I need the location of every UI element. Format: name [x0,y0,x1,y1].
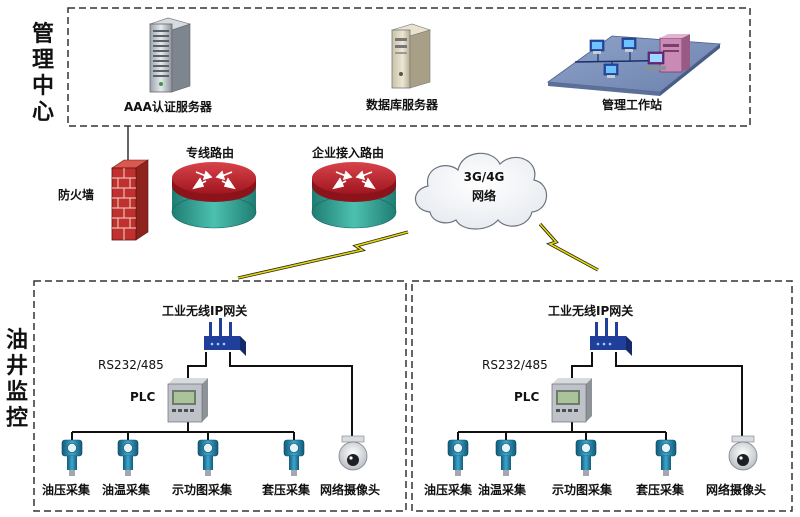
site-2-connections [457,352,743,440]
site-1-device-label: 套压采集 [262,483,311,497]
aaa-server-label: AAA认证服务器 [124,100,212,114]
site-1-oil-pressure-sensor-icon [61,439,83,476]
wireless-link-right-icon [538,222,599,272]
site-1-casing-pressure-sensor-icon [283,439,305,476]
site-2-serial-label: RS232/485 [482,358,548,372]
site-2-oil-pressure-sensor-icon [447,439,469,476]
firewall-icon [111,159,149,241]
management-region-box [67,7,751,127]
site-1-device-label: 油温采集 [102,483,151,497]
site-1-serial-label: RS232/485 [98,358,164,372]
firewall-label: 防火墙 [58,188,95,202]
oilwell-site-2-box [411,280,793,512]
enterprise-router-label: 企业接入路由 [312,146,385,160]
cloud-network-icon [414,152,548,230]
site-2-plc-label: PLC [514,390,540,404]
site-1-oil-temp-sensor-icon [117,439,139,476]
site-1-gateway-label: 工业无线IP网关 [162,304,248,318]
workstation-label: 管理工作站 [602,98,663,112]
db-server-label: 数据库服务器 [366,98,439,112]
management-workstation-icon [546,34,722,96]
site-2-oil-temp-sensor-icon [495,439,517,476]
site-1-device-label: 示功图采集 [172,483,233,497]
site-1-device-label: 油压采集 [42,483,91,497]
oil-well-monitor-title: 油井监控 [5,328,28,431]
site-1-gateway-icon [204,318,246,356]
site-1-plc-label: PLC [130,390,156,404]
site-2-plc-icon [551,378,592,423]
dedicated-router-label: 专线路由 [186,146,235,160]
site-2-device-label: 套压采集 [636,483,685,497]
site-2-camera-icon [728,435,758,471]
enterprise-router-icon [311,162,397,229]
management-center-title: 管理中心 [31,22,54,125]
dedicated-router-icon [171,162,257,229]
site-1-connections [71,352,353,440]
site-2-device-label: 油压采集 [424,483,473,497]
site-2-dynamometer-sensor-icon [575,439,597,476]
site-2-device-label: 示功图采集 [552,483,613,497]
site-2-casing-pressure-sensor-icon [655,439,677,476]
site-1-camera-icon [338,435,368,471]
database-server-icon [391,23,431,89]
site-1-plc-icon [167,378,208,423]
cloud-label-line2: 网络 [471,189,496,203]
site-1-dynamometer-sensor-icon [197,439,219,476]
wireless-link-left-icon [237,230,409,280]
cloud-label-line1: 3G/4G [463,170,505,184]
site-2-gateway-label: 工业无线IP网关 [548,304,634,318]
site-1-device-label: 网络摄像头 [320,483,381,497]
oilwell-site-1-box [33,280,407,512]
aaa-server-icon [148,17,192,93]
site-2-gateway-icon [590,318,632,356]
site-2-device-label: 网络摄像头 [706,483,767,497]
site-2-device-label: 油温采集 [478,483,527,497]
